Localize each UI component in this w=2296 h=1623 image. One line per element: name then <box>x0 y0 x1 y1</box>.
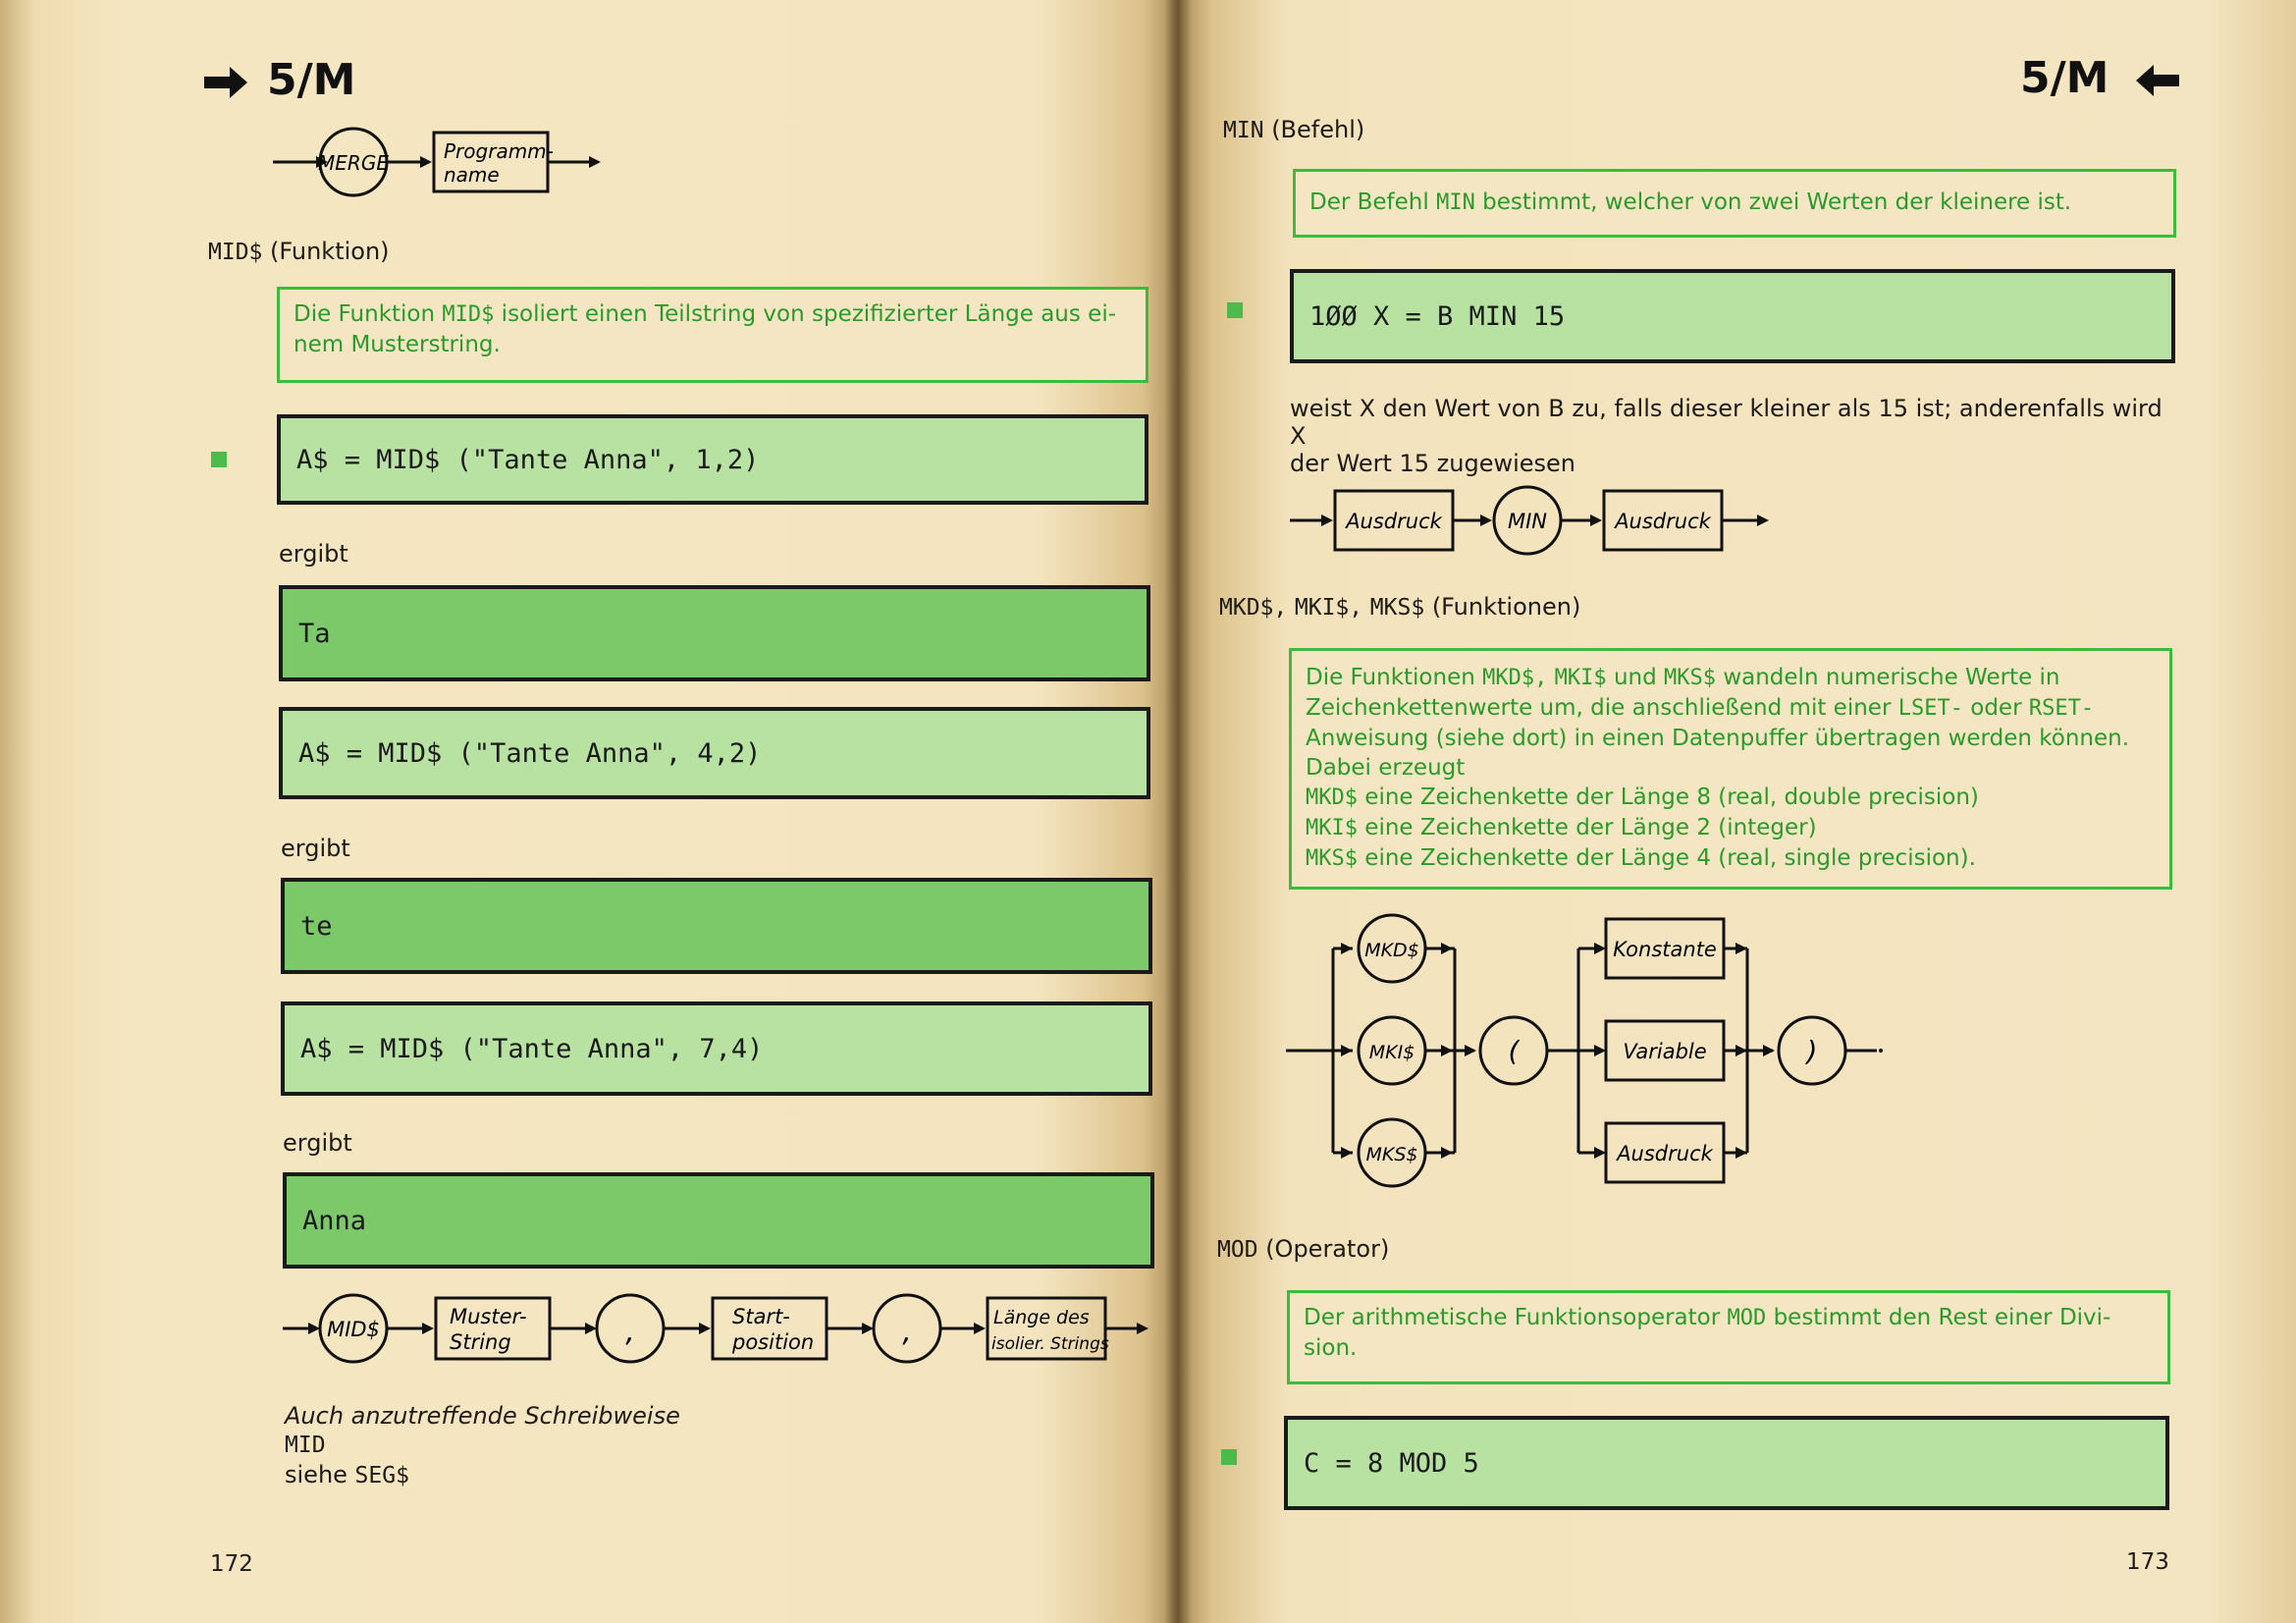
arrow-right-icon <box>204 67 247 98</box>
min-diagram-keyword: MIN <box>1508 510 1547 533</box>
result-2: te <box>281 878 1152 974</box>
code-example-2: A$ = MID$ ("Tante Anna", 4,2) <box>279 707 1150 799</box>
min-explanation: weist X den Wert von B zu, falls dieser … <box>1290 395 2163 477</box>
mid-diagram-comma-2: , <box>902 1315 912 1349</box>
mid-diagram-box2-l1: Start- <box>732 1305 790 1328</box>
page-header: 5/M <box>267 55 356 105</box>
ergibt-label-1: ergibt <box>279 540 348 568</box>
mid-diagram-box1-l2: String <box>450 1330 511 1354</box>
example-bullet <box>211 452 227 467</box>
mid-heading: MID$ (Funktion) <box>208 238 390 265</box>
left-page: 5/M MERGE Programm- name MID$ (Funktion)… <box>0 0 1178 1623</box>
mid-definition-box: Die Funktion MID$ isoliert einen Teilstr… <box>277 287 1148 383</box>
page-number-left: 172 <box>210 1551 253 1577</box>
min-diagram-box2: Ausdruck <box>1613 510 1711 533</box>
min-diagram-box1: Ausdruck <box>1344 510 1442 533</box>
mod-code-example: C = 8 MOD 5 <box>1284 1416 2169 1510</box>
right-page: 5/M MIN (Befehl) Der Befehl MIN bestimmt… <box>1178 0 2296 1623</box>
min-definition-box: Der Befehl MIN bestimmt, welcher von zwe… <box>1293 169 2176 238</box>
code-example-3: A$ = MID$ ("Tante Anna", 7,4) <box>281 1001 1152 1096</box>
mk-diagram-opt2: Variable <box>1623 1040 1706 1063</box>
example-bullet <box>1221 1449 1237 1465</box>
note-see-also: siehe SEG$ <box>285 1461 409 1488</box>
mod-heading: MOD (Operator) <box>1217 1235 1390 1263</box>
mid-diagram-box3-l1: Länge des <box>993 1307 1090 1328</box>
note-alt-keyword: MID <box>285 1433 326 1458</box>
mk-diagram-close-paren: ) <box>1805 1035 1818 1067</box>
code-example-1: A$ = MID$ ("Tante Anna", 1,2) <box>277 414 1148 505</box>
ergibt-label-2: ergibt <box>281 835 350 862</box>
result-1: Ta <box>279 585 1150 681</box>
mk-diagram-fn2: MKI$ <box>1369 1042 1415 1063</box>
min-syntax-diagram-rest: MIN Ausdruck <box>1492 485 1769 556</box>
merge-syntax-diagram: MERGE Programm- name <box>273 127 601 197</box>
note-alt-spelling: Auch anzutreffende Schreibweise <box>285 1402 680 1430</box>
result-3: Anna <box>283 1172 1154 1269</box>
min-code-example: 1ØØ X = B MIN 15 <box>1290 269 2175 363</box>
mk-diagram-fn1: MKD$ <box>1364 940 1419 961</box>
mid-diagram-box3-l2: isolier. Strings <box>991 1334 1109 1354</box>
min-syntax-diagram: Ausdruck <box>1290 489 1492 552</box>
ergibt-label-3: ergibt <box>283 1129 352 1157</box>
mid-diagram-box1-l1: Muster- <box>450 1305 527 1328</box>
mk-diagram-fn3: MKS$ <box>1365 1144 1417 1165</box>
page-number-right: 173 <box>2126 1549 2169 1575</box>
mod-definition-box: Der arithmetische Funktionsoperator MOD … <box>1287 1290 2170 1384</box>
merge-keyword: MERGE <box>318 151 389 175</box>
mk-diagram-open-paren: ( <box>1509 1035 1521 1067</box>
mid-syntax-diagram: MID$ Muster- String , Start- position , … <box>283 1293 1148 1364</box>
arrow-left-icon <box>2136 65 2179 96</box>
book-gutter <box>1164 0 1192 1623</box>
merge-param-line1: Programm- <box>444 139 554 163</box>
merge-param-line2: name <box>444 163 500 187</box>
mk-syntax-diagram: MKD$ MKI$ MKS$ ( Konstante Variable Ausd… <box>1286 913 1883 1188</box>
mid-diagram-keyword: MID$ <box>327 1318 380 1341</box>
mk-heading: MKD$, MKI$, MKS$ (Funktionen) <box>1219 593 1581 621</box>
mk-diagram-opt1: Konstante <box>1613 938 1717 961</box>
mk-diagram-opt3: Ausdruck <box>1615 1142 1713 1165</box>
example-bullet <box>1227 302 1243 318</box>
mk-definition-box: Die Funktionen MKD$, MKI$ und MKS$ wande… <box>1289 648 2172 890</box>
mid-diagram-comma-1: , <box>625 1315 635 1349</box>
page-header-right: 5/M <box>2020 53 2109 103</box>
min-heading: MIN (Befehl) <box>1223 116 1365 143</box>
mid-diagram-box2-l2: position <box>731 1330 814 1354</box>
